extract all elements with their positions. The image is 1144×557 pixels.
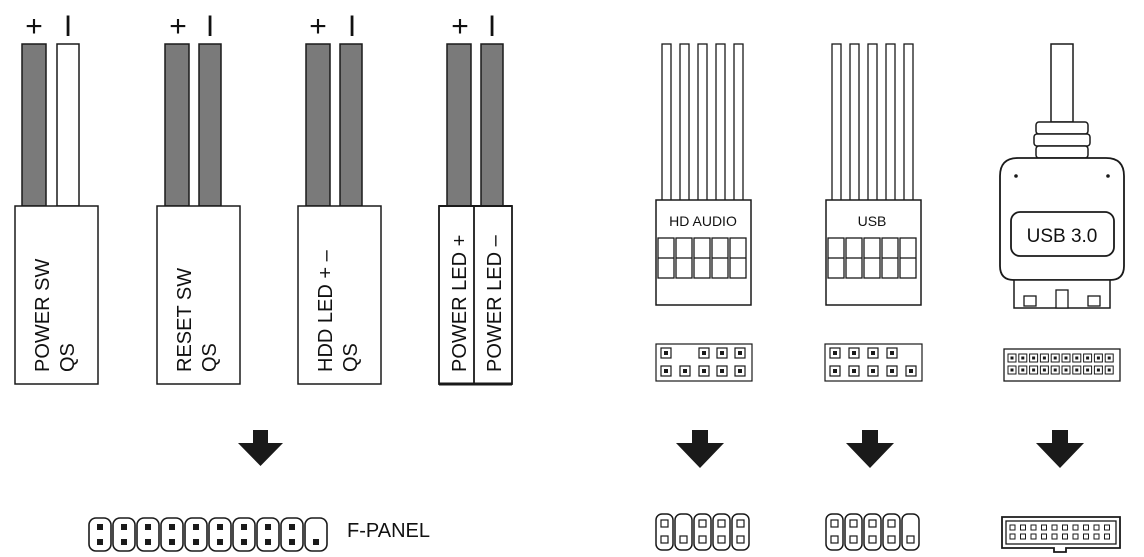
hd-audio-connector: HD AUDIO <box>655 43 753 382</box>
usb3-label-box <box>1010 211 1115 257</box>
connector-label: USB <box>858 213 887 229</box>
plus-sign: + <box>451 10 469 43</box>
connector-label: HD AUDIO <box>669 213 737 229</box>
minus-sign: I <box>64 10 72 43</box>
usb3-cable <box>1050 43 1074 123</box>
usb-header <box>825 513 920 551</box>
minus-sign: I <box>206 10 214 43</box>
connector-label: POWER LED + <box>449 235 471 372</box>
connector-label: USB 3.0 <box>1027 226 1098 247</box>
hdd-led-connector: + I HDD LED + – QS <box>297 10 382 385</box>
connector-label: RESET SW <box>174 268 196 372</box>
wire-white <box>56 43 80 207</box>
usb3-header <box>1001 516 1121 553</box>
f-panel-header <box>88 517 328 552</box>
wire-gray <box>305 43 331 207</box>
minus-sign: I <box>488 10 496 43</box>
connector-sublabel: QS <box>57 343 79 372</box>
hd-audio-header <box>655 513 750 551</box>
wire-gray <box>21 43 47 207</box>
wire-gray <box>164 43 190 207</box>
arrow-down-icon <box>676 430 724 468</box>
reset-sw-connector: + I RESET SW QS <box>156 10 241 385</box>
pin-layout <box>1003 348 1121 382</box>
wire-gray <box>198 43 222 207</box>
usb3-connector: USB 3.0 <box>999 43 1125 382</box>
connector-housing <box>297 205 382 385</box>
arrow-down-icon <box>846 430 894 468</box>
plus-sign: + <box>169 10 187 43</box>
wire-gray <box>480 43 504 207</box>
connector-label: HDD LED + – <box>315 249 337 372</box>
f-panel-label: F-PANEL <box>347 520 430 542</box>
connector-label: POWER SW <box>32 259 54 372</box>
connector-housing <box>14 205 99 385</box>
power-led-connector: + I POWER LED + POWER LED – <box>438 10 513 386</box>
power-sw-connector: + I POWER SW QS <box>14 10 99 385</box>
wire-gray <box>446 43 472 207</box>
arrow-down-icon <box>1036 430 1084 468</box>
connector-sublabel: QS <box>199 343 221 372</box>
pin-layout <box>824 343 923 382</box>
plus-sign: + <box>25 10 43 43</box>
connector-sublabel: QS <box>340 343 362 372</box>
wire-gray <box>339 43 363 207</box>
arrow-down-icon <box>238 430 283 466</box>
plus-sign: + <box>309 10 327 43</box>
connector-housing <box>156 205 241 385</box>
usb-connector: USB <box>824 43 923 382</box>
minus-sign: I <box>348 10 356 43</box>
connector-sublabel: POWER LED – <box>484 234 506 372</box>
arrows <box>238 430 1084 468</box>
pin-layout <box>655 343 753 382</box>
